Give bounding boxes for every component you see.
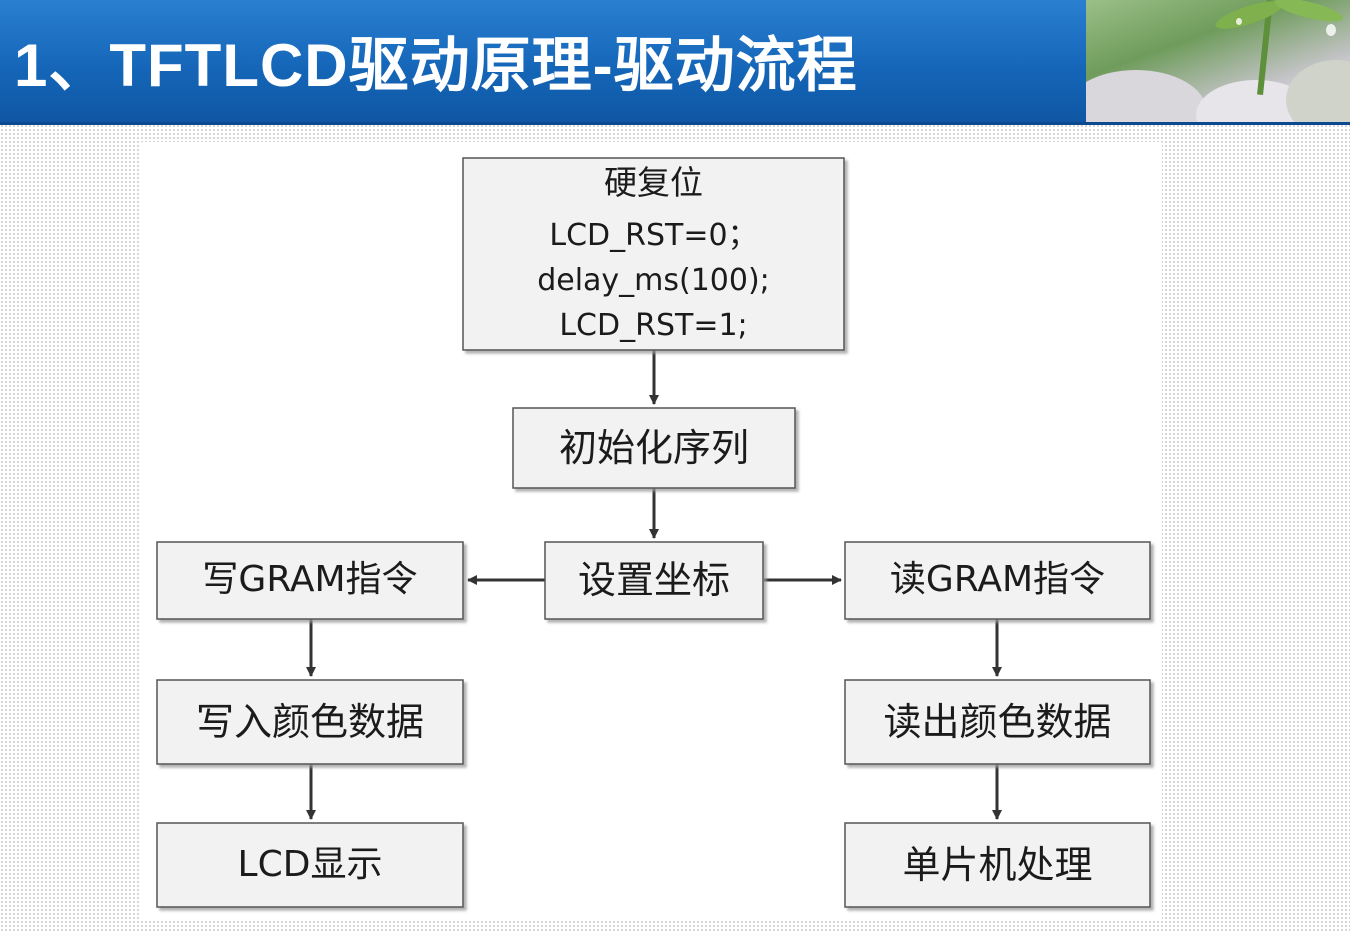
photo-leaf (1212, 0, 1286, 35)
hard-reset-code-line: LCD_RST=0； (549, 218, 758, 253)
read-gram-command-label: 读GRAM指令 (889, 559, 1106, 600)
box-lcd-display (156, 822, 464, 908)
hard-reset-code-line: LCD_RST=1; (559, 308, 748, 343)
box-mcu-process (844, 822, 1151, 908)
box-write-gram-command (156, 541, 464, 620)
photo-droplet (1326, 24, 1336, 36)
photo-stone (1286, 60, 1350, 124)
box-read-color-data (844, 679, 1151, 765)
lcd-display-label: LCD显示 (237, 844, 383, 885)
box-init-sequence (512, 407, 796, 489)
write-color-data-label: 写入颜色数据 (195, 700, 424, 744)
write-gram-command-label: 写GRAM指令 (202, 559, 418, 600)
box-write-color-data (156, 679, 464, 765)
mcu-process-label: 单片机处理 (902, 843, 1093, 887)
init-sequence-label: 初始化序列 (558, 426, 749, 470)
set-coordinates-label: 设置坐标 (577, 558, 730, 602)
hard-reset-title: 硬复位 (604, 163, 703, 202)
header-underline (0, 122, 1350, 125)
slide-title: 1、TFTLCD驱动原理-驱动流程 (14, 32, 858, 99)
header-photo (1086, 0, 1350, 124)
photo-leaf (1273, 0, 1345, 27)
hard-reset-code-line: delay_ms(100); (537, 263, 770, 298)
flowchart (156, 157, 1151, 908)
box-set-coordinates (544, 541, 764, 620)
read-color-data-label: 读出颜色数据 (883, 700, 1112, 744)
box-hard-reset (462, 157, 845, 351)
diagram-panel: 硬复位 LCD_RST=0； delay_ms(100); LCD_RST=1;… (140, 142, 1162, 920)
photo-stone (1086, 70, 1206, 124)
photo-droplet (1236, 18, 1242, 25)
box-read-gram-command (844, 541, 1151, 620)
